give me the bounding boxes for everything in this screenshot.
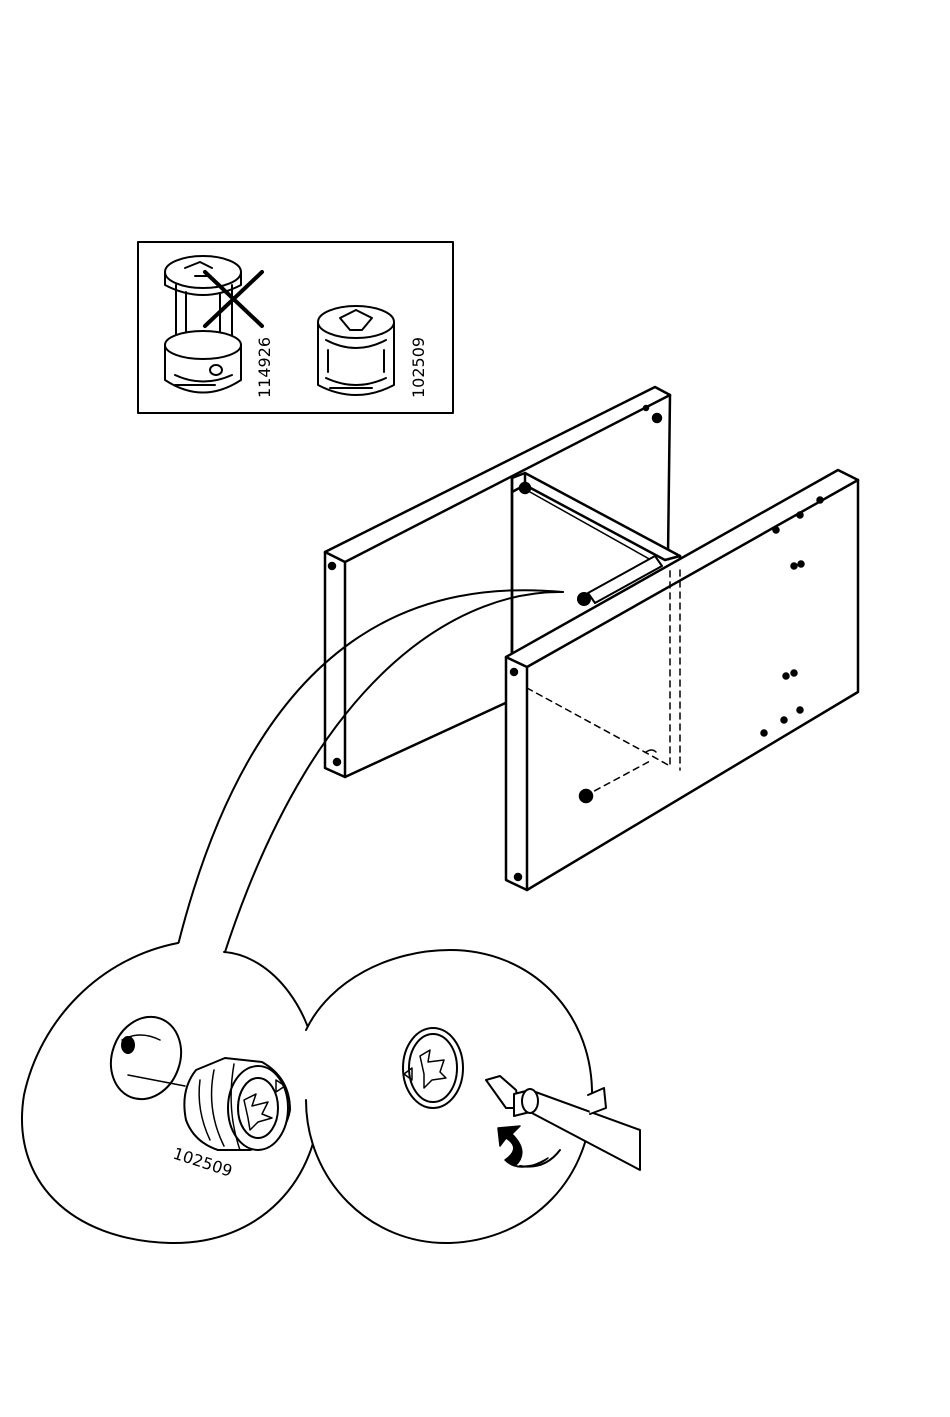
wrong-part-number: 114926 <box>255 337 274 398</box>
cam-lock-face-icon <box>403 1028 463 1108</box>
furniture-assembly <box>325 387 858 890</box>
detail-circle-left: 102509 <box>22 943 320 1243</box>
correct-part-number: 102509 <box>409 337 428 398</box>
detail-circle-right <box>306 950 640 1243</box>
cam-lock-insert-icon <box>184 1058 290 1150</box>
inset-box: 114926 102509 <box>138 242 453 413</box>
